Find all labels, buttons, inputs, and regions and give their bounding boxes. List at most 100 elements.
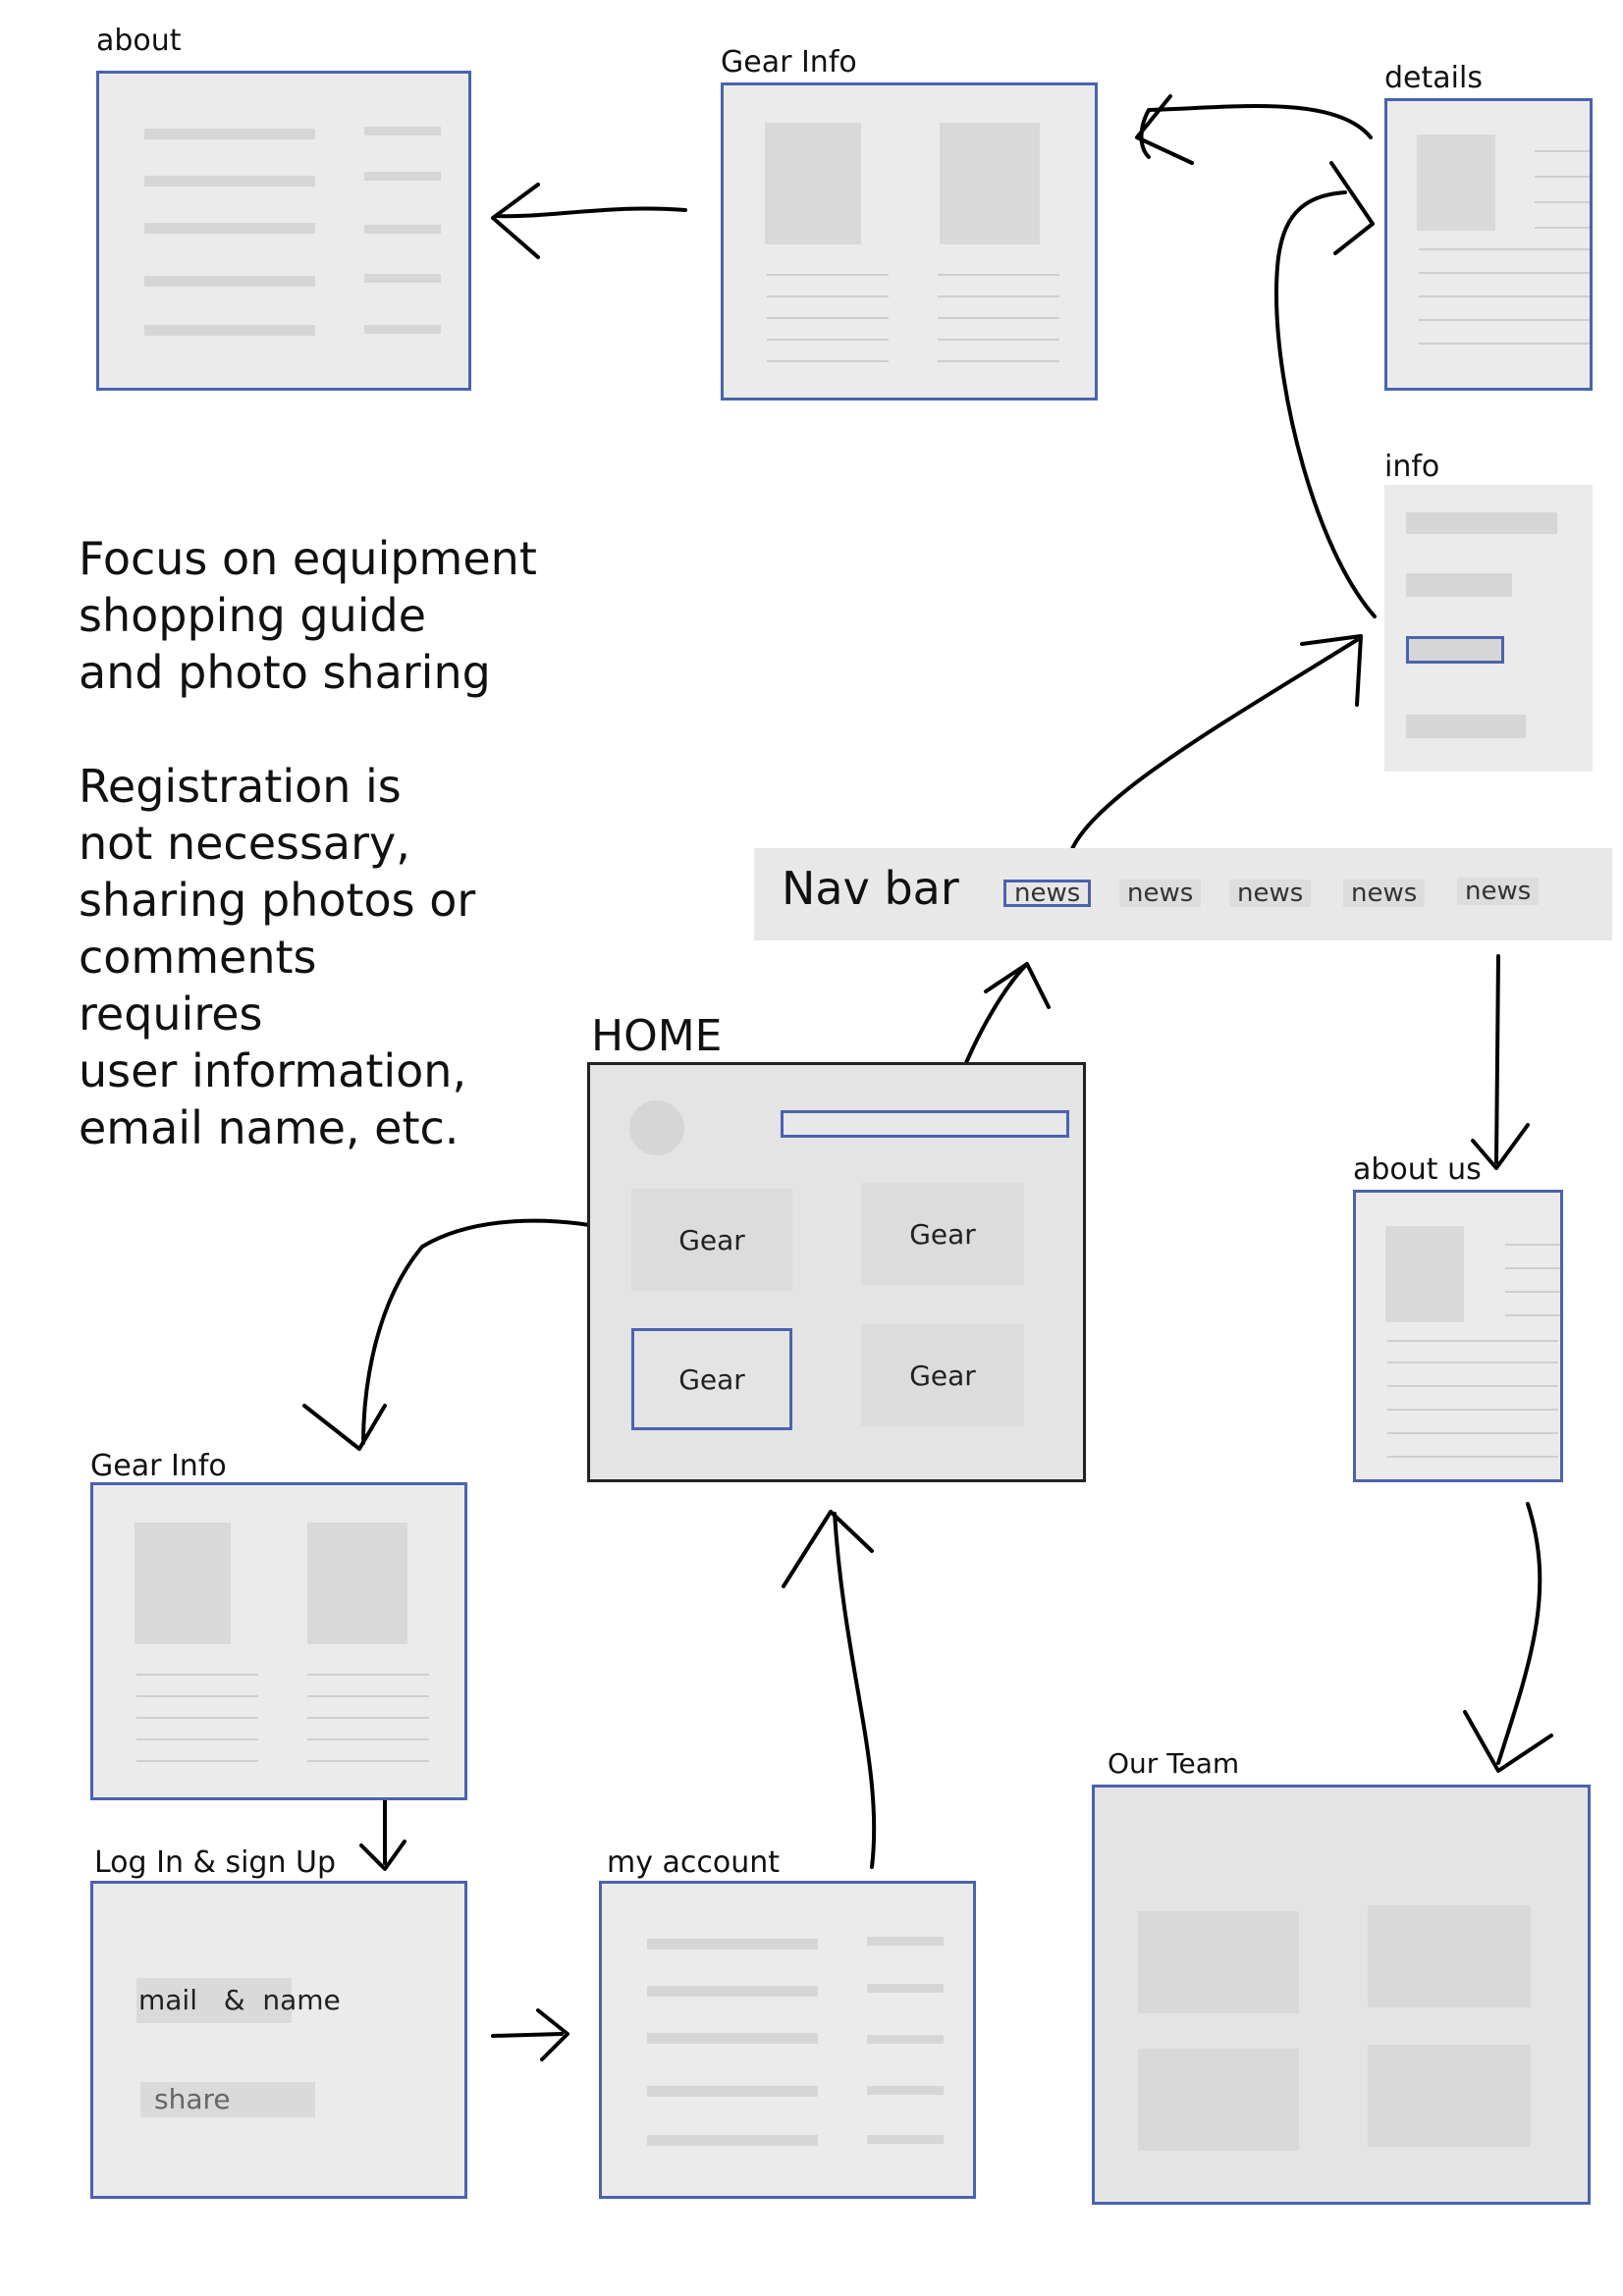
note-line: requires — [79, 988, 263, 1041]
text-line — [767, 274, 889, 276]
text-bar — [647, 2086, 818, 2097]
note-line: user information, — [79, 1044, 467, 1097]
text-line — [767, 295, 889, 297]
about-us-label: about us — [1353, 1152, 1482, 1187]
image-placeholder — [1417, 134, 1495, 231]
text-line — [136, 1695, 258, 1697]
our-team-label: Our Team — [1108, 1747, 1240, 1780]
gear-tile[interactable]: Gear — [861, 1183, 1024, 1285]
text-line — [1387, 1362, 1558, 1363]
home-frame[interactable]: Gear Gear Gear Gear — [587, 1062, 1086, 1482]
text-bar — [364, 325, 441, 334]
text-line — [767, 317, 889, 319]
text-line — [136, 1674, 258, 1676]
login-frame[interactable]: mail & name share — [90, 1881, 467, 2199]
text-line — [1387, 1456, 1558, 1458]
text-line — [136, 1760, 258, 1762]
text-line — [307, 1717, 429, 1719]
arrow-navbar-to-aboutus — [1494, 954, 1500, 1164]
text-line — [1419, 248, 1590, 250]
text-bar — [364, 225, 441, 234]
text-bar — [867, 2086, 944, 2095]
details-label: details — [1384, 61, 1483, 95]
nav-tab-news[interactable]: news — [1229, 880, 1312, 907]
search-input[interactable] — [781, 1110, 1069, 1138]
image-placeholder — [765, 123, 861, 244]
my-account-frame[interactable] — [599, 1881, 976, 2199]
text-line — [307, 1760, 429, 1762]
gear-tile[interactable]: Gear — [631, 1189, 792, 1291]
team-member-placeholder — [1138, 2049, 1299, 2151]
about-label: about — [96, 24, 182, 58]
team-member-placeholder — [1368, 1905, 1531, 2007]
nav-tab-news[interactable]: news — [1119, 880, 1202, 907]
text-bar — [1406, 573, 1512, 597]
text-line — [938, 295, 1059, 297]
text-line — [307, 1674, 429, 1676]
details-frame[interactable] — [1384, 98, 1593, 391]
text-bar — [647, 1986, 818, 1997]
image-placeholder — [307, 1522, 407, 1644]
text-line — [1419, 295, 1590, 297]
text-bar — [867, 2035, 944, 2044]
text-line — [1505, 1267, 1560, 1269]
team-member-placeholder — [1368, 2045, 1531, 2147]
text-bar — [1406, 512, 1557, 534]
nav-tab-news[interactable]: news — [1343, 880, 1426, 907]
arrowhead-about — [491, 183, 540, 259]
arrowhead-login — [359, 1840, 406, 1871]
text-bar — [364, 274, 441, 283]
text-bar — [1406, 715, 1526, 738]
team-member-placeholder — [1138, 1911, 1299, 2013]
text-line — [767, 339, 889, 341]
nav-tab-news[interactable]: news — [1457, 878, 1540, 905]
about-us-frame[interactable] — [1353, 1190, 1563, 1482]
arrow-details-to-gearinfo — [1139, 104, 1373, 159]
nav-tab-news[interactable]: news — [1003, 880, 1092, 907]
arrow-gearinfo-to-about — [495, 206, 687, 219]
text-bar — [867, 2135, 944, 2144]
arrow-login-to-account — [491, 2032, 564, 2038]
note-line — [79, 701, 537, 758]
notes-block: Focus on equipment shopping guide and ph… — [79, 530, 537, 1156]
home-label: HOME — [591, 1011, 723, 1061]
our-team-frame[interactable] — [1092, 1785, 1591, 2205]
text-bar — [364, 172, 441, 181]
text-line — [1419, 343, 1590, 345]
gear-info-bottom-frame[interactable] — [90, 1482, 467, 1800]
note-line: Focus on equipment — [79, 532, 537, 585]
text-line — [1535, 227, 1590, 229]
text-line — [136, 1738, 258, 1740]
gear-info-bottom-label: Gear Info — [90, 1449, 227, 1483]
text-line — [1387, 1409, 1558, 1411]
info-label: info — [1384, 450, 1440, 484]
text-line — [1387, 1432, 1558, 1434]
text-line — [938, 317, 1059, 319]
gear-tile[interactable]: Gear — [631, 1328, 792, 1430]
note-line: not necessary, — [79, 817, 410, 870]
text-bar — [144, 129, 315, 139]
info-frame[interactable] — [1384, 485, 1593, 772]
text-bar — [647, 2135, 818, 2146]
text-line — [938, 339, 1059, 341]
text-bar — [144, 176, 315, 187]
text-line — [307, 1738, 429, 1740]
text-bar — [867, 1937, 944, 1946]
selected-item[interactable] — [1406, 636, 1504, 664]
arrowhead-gearinfo-bottom — [302, 1404, 387, 1451]
nav-bar-label: Nav bar — [782, 862, 959, 915]
text-line — [1419, 272, 1590, 274]
about-frame[interactable] — [96, 71, 471, 391]
mail-name-field[interactable]: mail & name — [136, 1978, 341, 2023]
note-line: sharing photos or — [79, 874, 476, 927]
gear-info-top-frame[interactable] — [721, 82, 1098, 400]
arrow-home-to-gearinfo — [361, 1218, 630, 1445]
gear-tile[interactable]: Gear — [861, 1324, 1024, 1426]
avatar[interactable] — [629, 1100, 684, 1155]
share-button[interactable]: share — [140, 2082, 315, 2117]
text-line — [938, 274, 1059, 276]
text-bar — [144, 276, 315, 287]
note-line: shopping guide — [79, 589, 427, 642]
arrowhead-info — [1300, 634, 1363, 707]
